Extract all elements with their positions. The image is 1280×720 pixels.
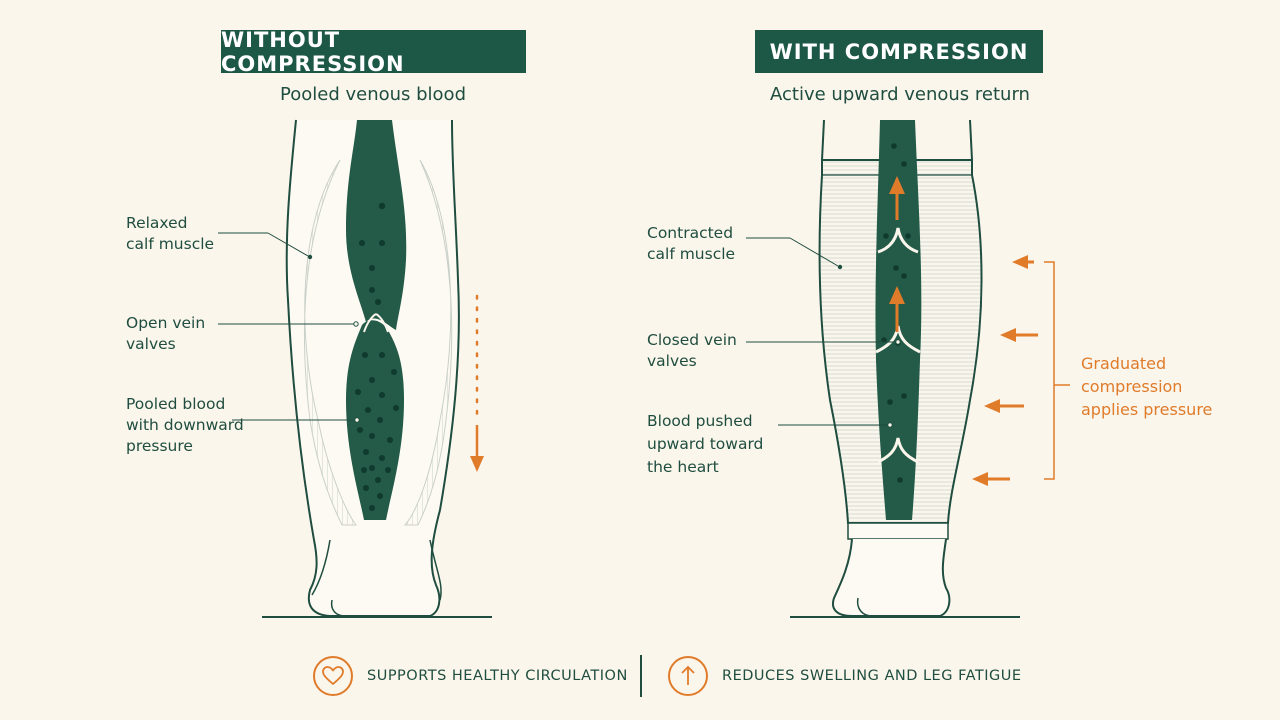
left-calf-muscle	[303, 159, 357, 526]
left-panel-subtitle: Pooled venous blood	[280, 84, 466, 105]
heart-icon	[313, 656, 353, 696]
compression-arrows	[972, 255, 1038, 486]
right-calf-label: Contracted calf muscle	[647, 224, 736, 263]
left-leg	[218, 119, 492, 618]
arrow-up-icon	[668, 656, 708, 696]
right-valves-label: Closed vein valves	[647, 331, 737, 370]
pressure-bracket	[1044, 261, 1055, 480]
footer-text-circulation: SUPPORTS HEALTHY CIRCULATION	[367, 668, 628, 684]
footer-item-circulation: SUPPORTS HEALTHY CIRCULATION	[313, 655, 628, 697]
footer-item-swelling: REDUCES SWELLING AND LEG FATIGUE	[668, 655, 1022, 697]
footer-divider	[640, 655, 642, 697]
right-leg	[746, 119, 1070, 618]
left-vein-upper	[346, 120, 407, 330]
left-panel-title: WITHOUT COMPRESSION	[221, 28, 526, 76]
footer-text-swelling: REDUCES SWELLING AND LEG FATIGUE	[722, 668, 1022, 684]
left-calf-label: Relaxed calf muscle	[126, 214, 215, 253]
left-valves-label: Open vein valves	[126, 314, 206, 353]
right-panel-subtitle: Active upward venous return	[770, 84, 1030, 105]
right-panel-title: WITH COMPRESSION	[755, 30, 1043, 73]
right-blood-label: Blood pushed upward toward the heart	[647, 412, 764, 476]
left-blood-label: Pooled blood with downward pressure	[126, 395, 244, 455]
graduated-compression-label: Graduated compression applies pressure	[1081, 354, 1213, 419]
